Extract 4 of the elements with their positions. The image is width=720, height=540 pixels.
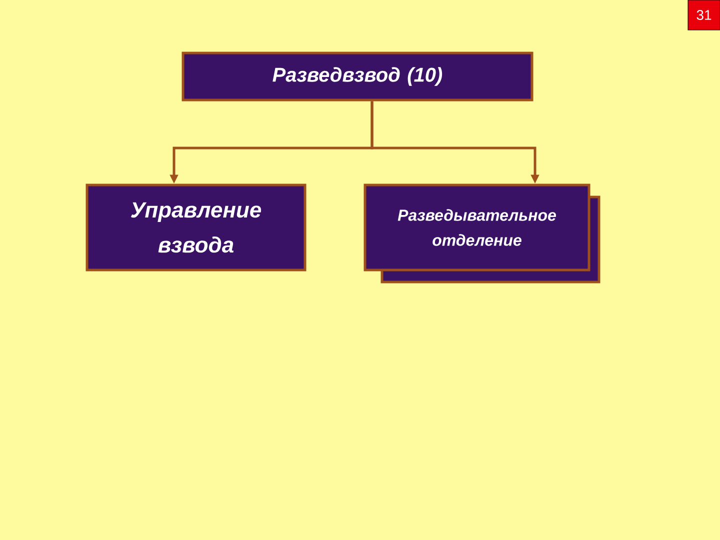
stacked-box: Разведывательное отделение — [364, 184, 600, 284]
page-number: 31 — [688, 0, 720, 30]
org-box: Разведвзвод (10) — [182, 52, 534, 102]
org-box: Управление взвода — [86, 184, 306, 272]
